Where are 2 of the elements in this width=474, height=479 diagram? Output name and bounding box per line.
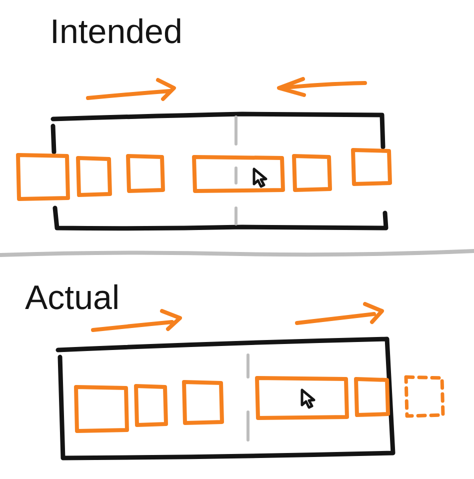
section-label: Intended <box>50 19 182 45</box>
section-label: Actual <box>25 285 120 311</box>
